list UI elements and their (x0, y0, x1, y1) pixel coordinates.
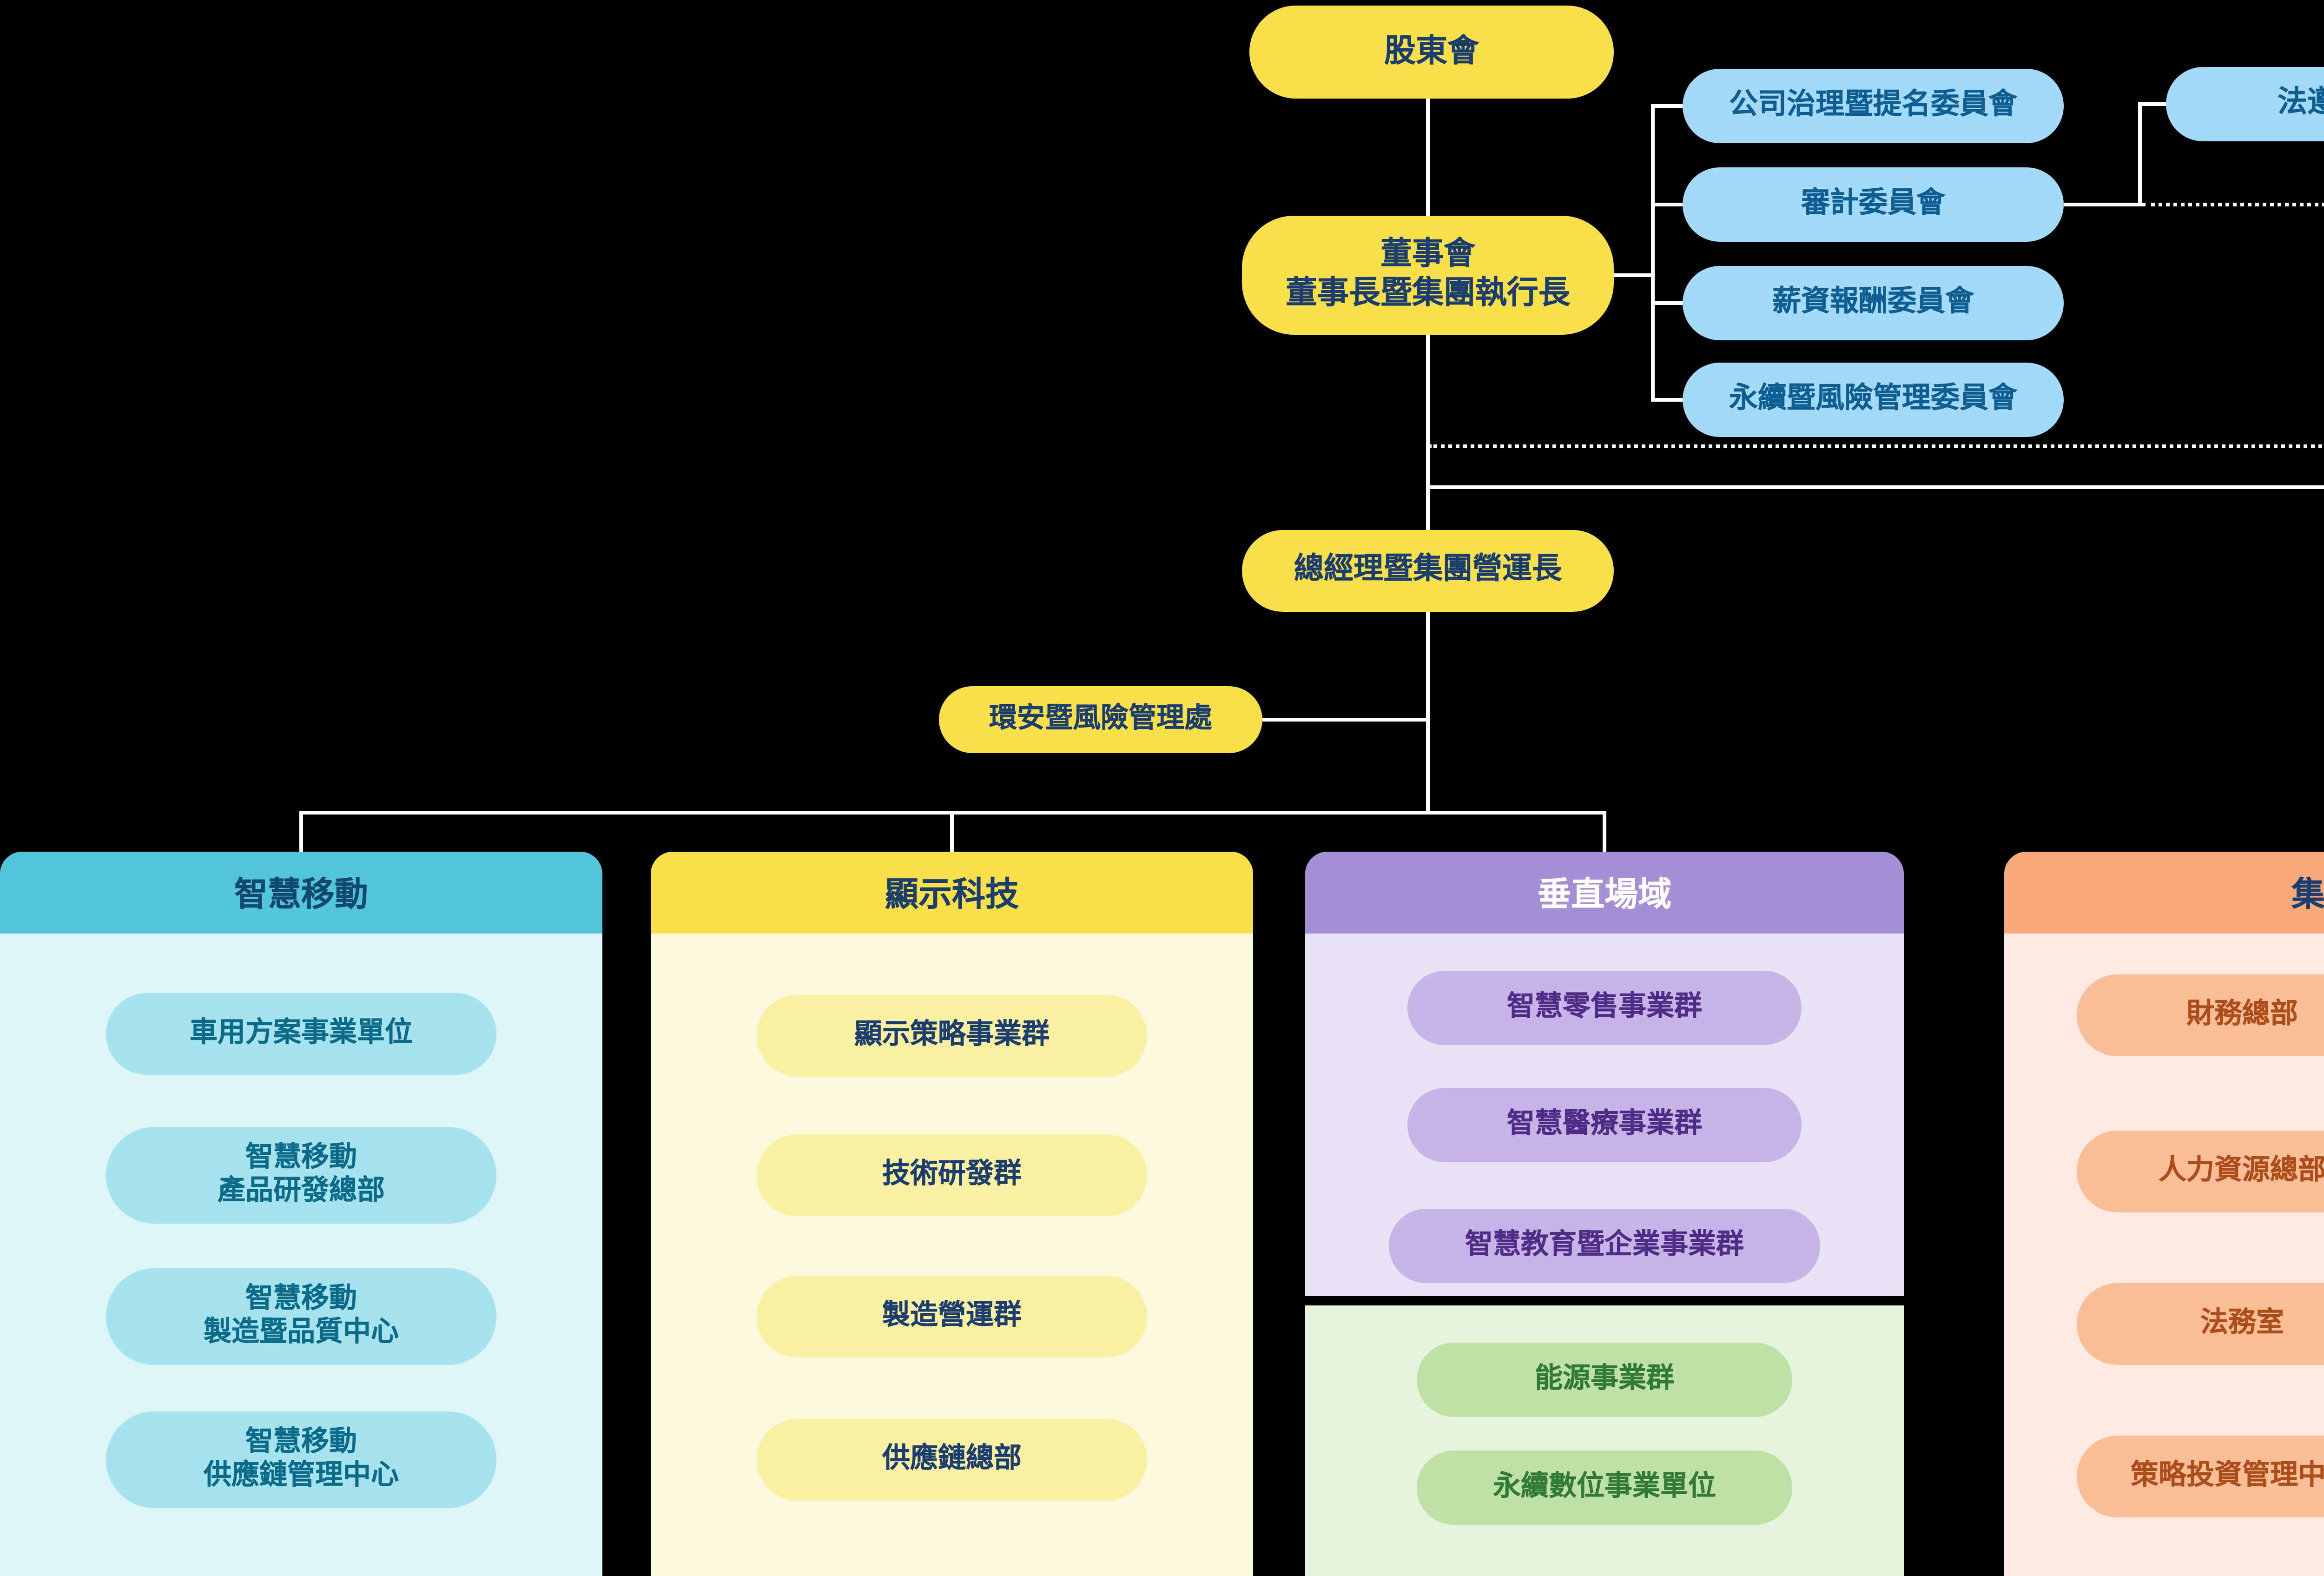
node-support-item: 策略投資管理中心 (2077, 1436, 2324, 1517)
node-committee-audit: 審計委員會 (1683, 167, 2064, 242)
connector-compliance-stub (2138, 102, 2170, 106)
connector-shareholders-board (1426, 99, 1430, 216)
connector-president-down (1426, 612, 1430, 813)
node-display-item: 製造營運群 (757, 1276, 1147, 1357)
group-support: 集團營運支援單位 財務總部 數位技術發展總部 人力資源總部 永續發展總部 法務室… (2004, 852, 2324, 1576)
node-committee-governance: 公司治理暨提名委員會 (1683, 69, 2064, 143)
group-vertical: 垂直場域 智慧零售事業群 智慧醫療事業群 智慧教育暨企業事業群 (1305, 852, 1904, 1296)
group-mobility-header: 智慧移動 (0, 852, 602, 934)
connector-esh-risk (1262, 718, 1430, 722)
node-president-coo: 總經理暨集團營運長 (1242, 530, 1614, 612)
connector-support-h (1426, 485, 2324, 489)
connector-board-president (1426, 335, 1430, 530)
node-committee-sustainability-risk: 永續暨風險管理委員會 (1683, 363, 2064, 437)
node-vertical-item: 智慧教育暨企業事業群 (1389, 1209, 1820, 1283)
connector-audit-compliance-v (2138, 102, 2142, 206)
connector-committee-3 (1651, 301, 1683, 305)
node-green-item: 永續數位事業單位 (1417, 1450, 1792, 1525)
node-mobility-item: 車用方案事業單位 (106, 993, 496, 1075)
connector-committee-bracket (1651, 104, 1655, 402)
node-vertical-item: 智慧零售事業群 (1407, 971, 1802, 1045)
node-display-item: 技術研發群 (757, 1134, 1147, 1216)
group-vertical-header: 垂直場域 (1305, 852, 1904, 934)
node-support-item: 財務總部 (2077, 974, 2324, 1056)
node-shareholders: 股東會 (1249, 6, 1614, 99)
group-display-header: 顯示科技 (651, 852, 1253, 934)
group-vertical-green: 能源事業群 永續數位事業單位 (1305, 1305, 1904, 1576)
node-green-item: 能源事業群 (1417, 1343, 1792, 1417)
connector-drop-vertical (1603, 811, 1606, 852)
node-support-item: 人力資源總部 (2077, 1131, 2324, 1212)
node-mobility-item: 智慧移動 供應鏈管理中心 (106, 1411, 496, 1508)
node-mobility-item: 智慧移動 製造暨品質中心 (106, 1268, 496, 1365)
node-support-item: 法務室 (2077, 1283, 2324, 1365)
dotted-audit-right (2142, 203, 2324, 206)
node-mobility-item: 智慧移動 產品研發總部 (106, 1127, 496, 1224)
node-display-item: 顯示策略事業群 (757, 995, 1147, 1077)
group-display: 顯示科技 顯示策略事業群 技術研發群 製造營運群 供應鏈總部 (651, 852, 1253, 1576)
node-committee-compensation: 薪資報酬委員會 (1683, 266, 2064, 340)
connector-board-bracket (1614, 273, 1655, 277)
node-vertical-item: 智慧醫療事業群 (1407, 1088, 1802, 1162)
node-esh-risk-office: 環安暨風險管理處 (939, 686, 1262, 753)
connector-committee-1 (1651, 104, 1683, 108)
node-chief-compliance: 法遵總顧問 (2166, 67, 2324, 141)
group-mobility: 智慧移動 車用方案事業單位 智慧移動 產品研發總部 智慧移動 製造暨品質中心 智… (0, 852, 602, 1576)
node-display-item: 供應鏈總部 (757, 1419, 1147, 1501)
group-support-header: 集團營運支援單位 (2004, 852, 2324, 934)
dotted-compliance-main (1428, 444, 2324, 448)
connector-committee-4 (1651, 398, 1683, 402)
connector-committee-2 (1651, 203, 1683, 206)
connector-drop-display (950, 811, 954, 852)
connector-drop-mobility (299, 811, 303, 852)
connector-audit-compliance-h (2064, 203, 2142, 206)
node-board: 董事會 董事長暨集團執行長 (1242, 216, 1614, 335)
